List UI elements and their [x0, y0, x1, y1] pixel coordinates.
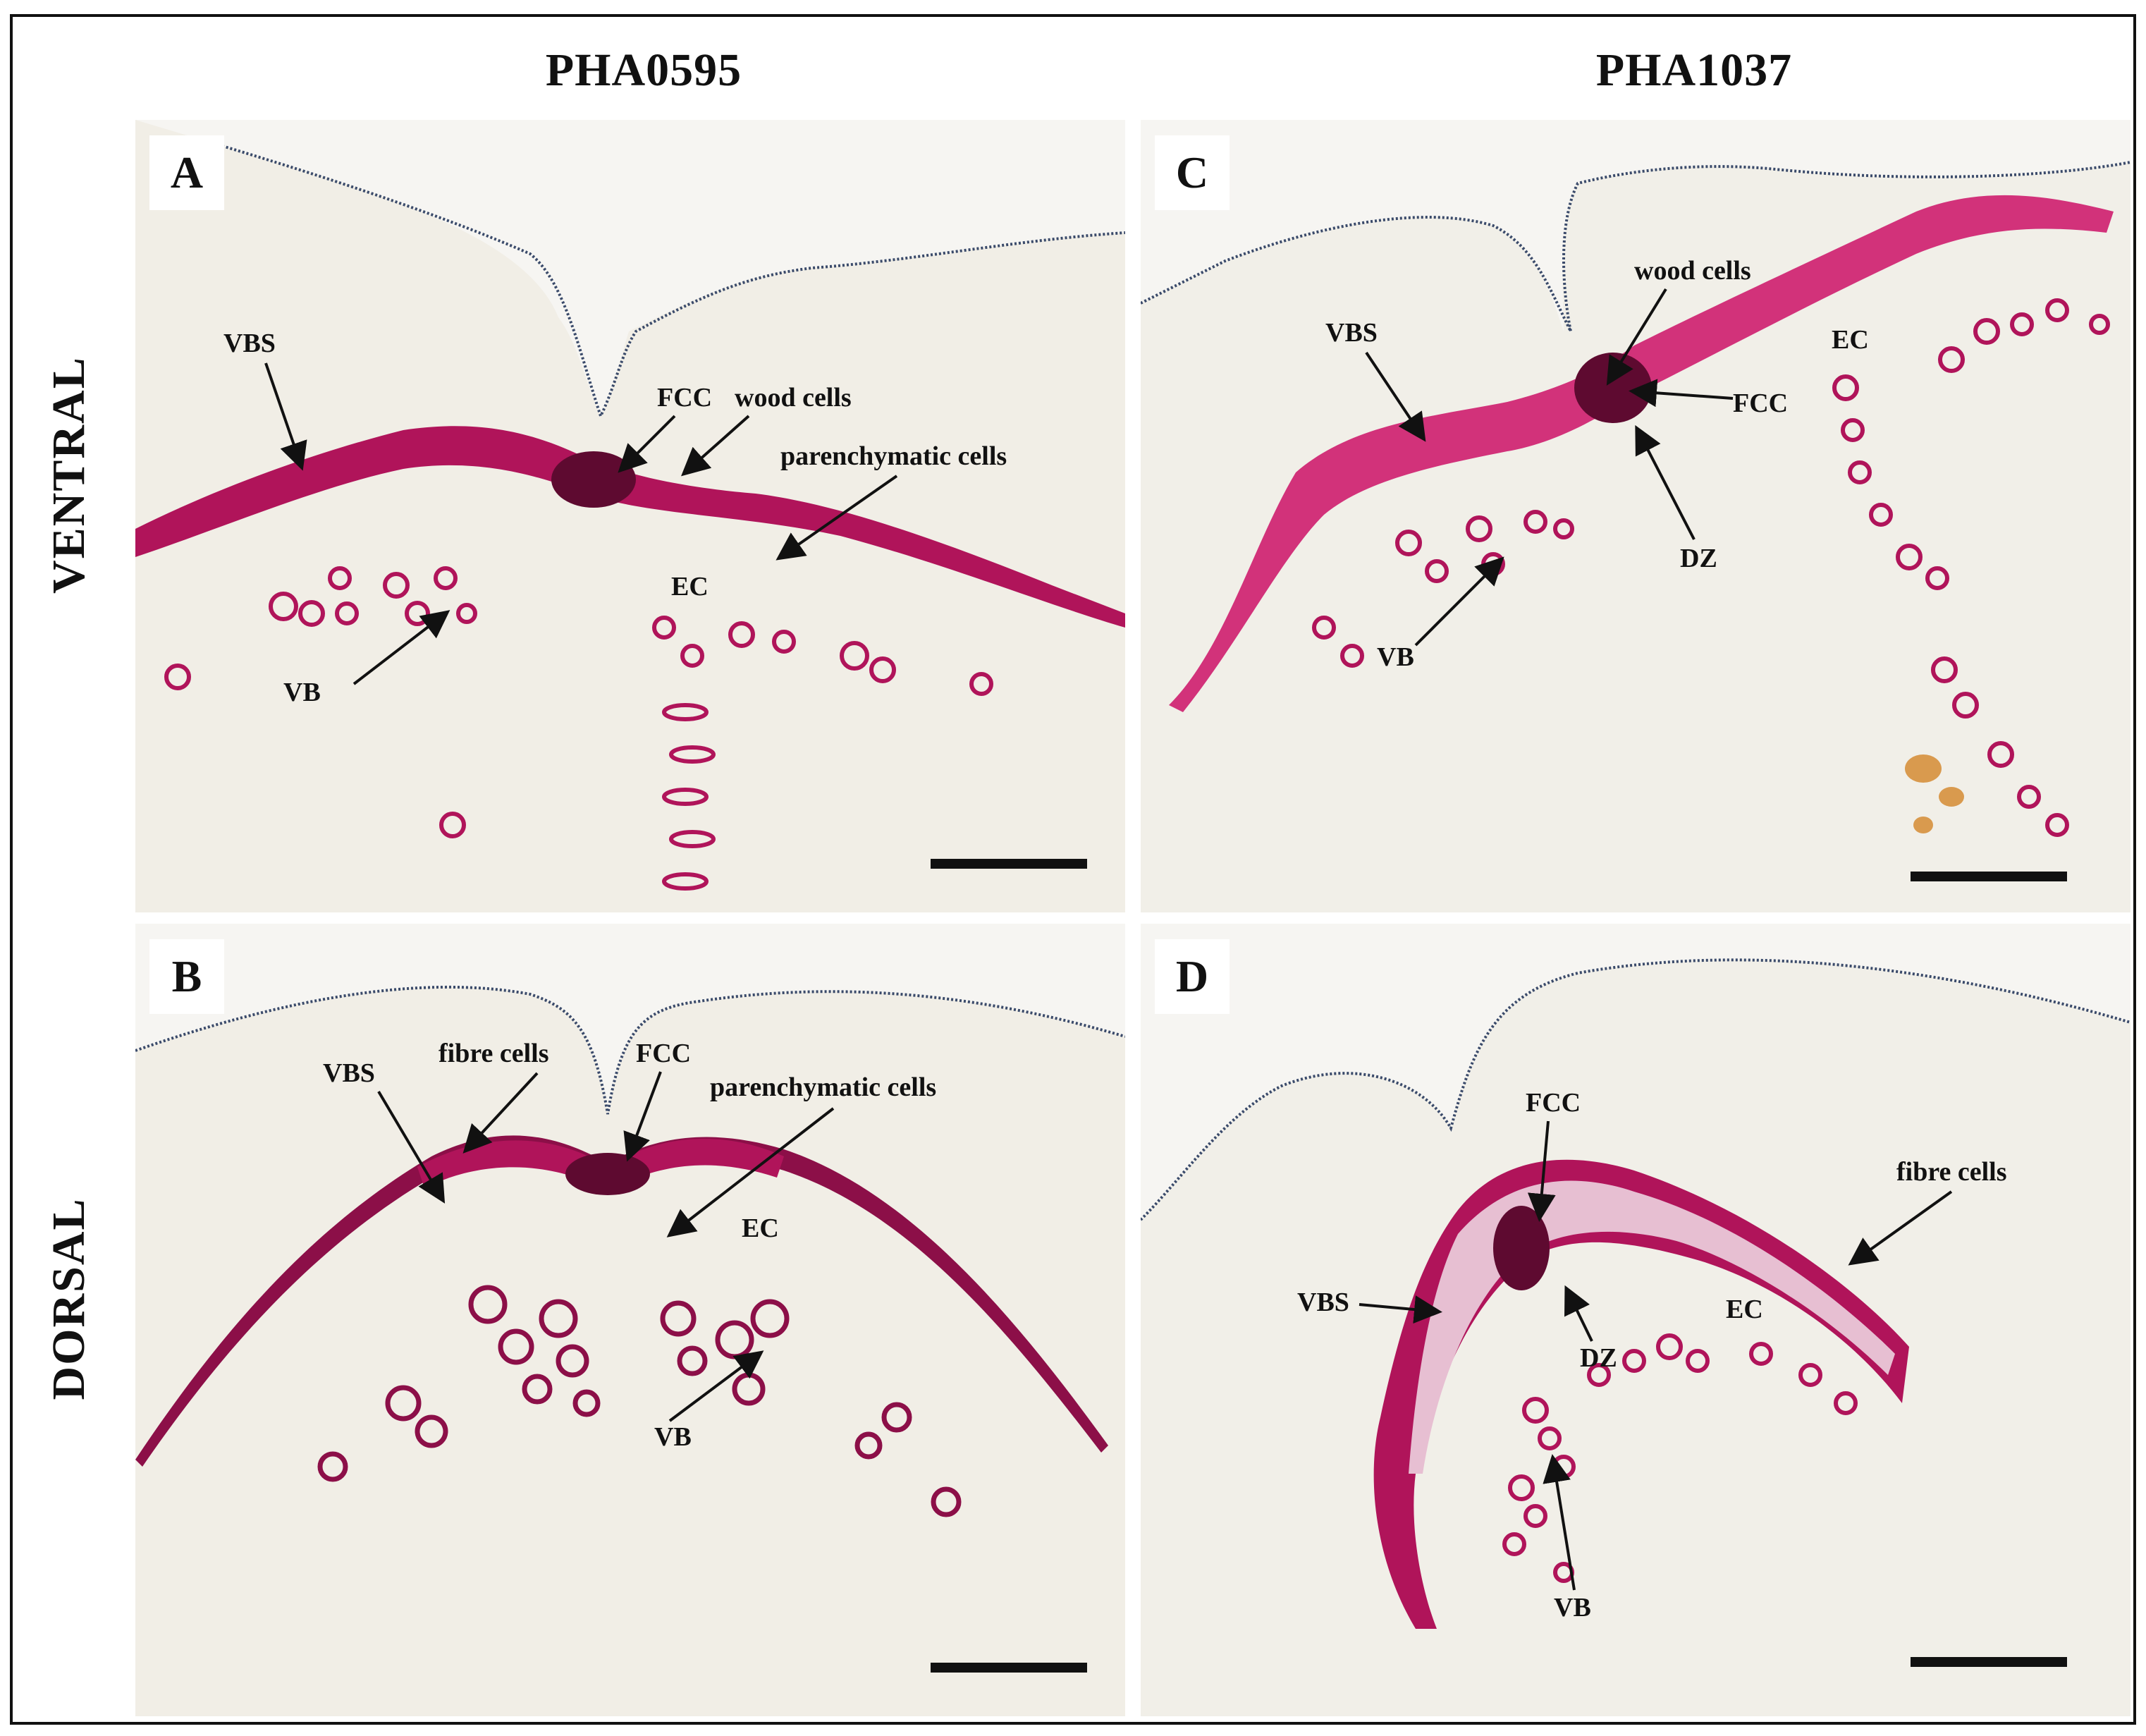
- label-fibre-cells: fibre cells: [439, 1039, 549, 1068]
- label-ec: EC: [671, 572, 709, 601]
- label-vbs: VBS: [1297, 1288, 1349, 1317]
- micrograph-panel-d: D FCC fibre cells VBS EC DZ VB: [1141, 924, 2130, 1716]
- label-vbs: VBS: [323, 1058, 375, 1088]
- label-dz: DZ: [1580, 1343, 1617, 1373]
- label-ec: EC: [742, 1214, 779, 1243]
- label-vbs: VBS: [223, 329, 276, 358]
- label-fcc: FCC: [1733, 389, 1789, 418]
- column-header-left: PHA0595: [545, 44, 742, 96]
- label-vb: VB: [1554, 1593, 1591, 1622]
- label-ec: EC: [1832, 325, 1869, 355]
- label-wood-cells: wood cells: [735, 383, 852, 412]
- label-wood-cells: wood cells: [1634, 256, 1751, 286]
- label-vb: VB: [283, 678, 321, 707]
- label-fcc: FCC: [1526, 1088, 1581, 1118]
- tissue-section-d: [1141, 924, 2130, 1716]
- figure-frame: PHA0595 PHA1037 VENTRAL DORSAL A VBS: [10, 14, 2136, 1725]
- row-label-dorsal: DORSAL: [43, 1197, 94, 1400]
- label-fcc: FCC: [636, 1039, 692, 1068]
- micrograph-panel-b: B VBS fibre cells FCC parenchymatic cell…: [135, 924, 1125, 1716]
- panel-letter-a: A: [149, 135, 224, 210]
- column-header-right: PHA1037: [1595, 44, 1793, 96]
- label-vb: VB: [654, 1422, 692, 1452]
- scale-bar-d: [1911, 1657, 2067, 1667]
- micrograph-panel-a: A VBS FCC wood cells parenchymatic cells…: [135, 120, 1125, 912]
- row-label-ventral: VENTRAL: [43, 356, 94, 594]
- panel-letter-c: C: [1155, 135, 1230, 210]
- label-vb: VB: [1377, 642, 1414, 672]
- label-ec: EC: [1726, 1295, 1763, 1324]
- scale-bar-c: [1911, 872, 2067, 881]
- label-parenchymatic-cells: parenchymatic cells: [780, 441, 1007, 471]
- label-fibre-cells: fibre cells: [1896, 1157, 2007, 1187]
- tissue-section-c: [1141, 120, 2130, 912]
- tissue-section-a: [135, 120, 1125, 912]
- label-vbs: VBS: [1325, 318, 1378, 348]
- panel-letter-b: B: [149, 939, 224, 1014]
- label-fcc: FCC: [657, 383, 713, 412]
- label-parenchymatic-cells: parenchymatic cells: [710, 1072, 937, 1102]
- scale-bar-b: [931, 1663, 1087, 1673]
- tissue-section-b: [135, 924, 1125, 1716]
- label-dz: DZ: [1680, 544, 1717, 573]
- panel-letter-d: D: [1155, 939, 1230, 1014]
- micrograph-panel-c: C wood cells VBS EC FCC DZ VB: [1141, 120, 2130, 912]
- scale-bar-a: [931, 859, 1087, 869]
